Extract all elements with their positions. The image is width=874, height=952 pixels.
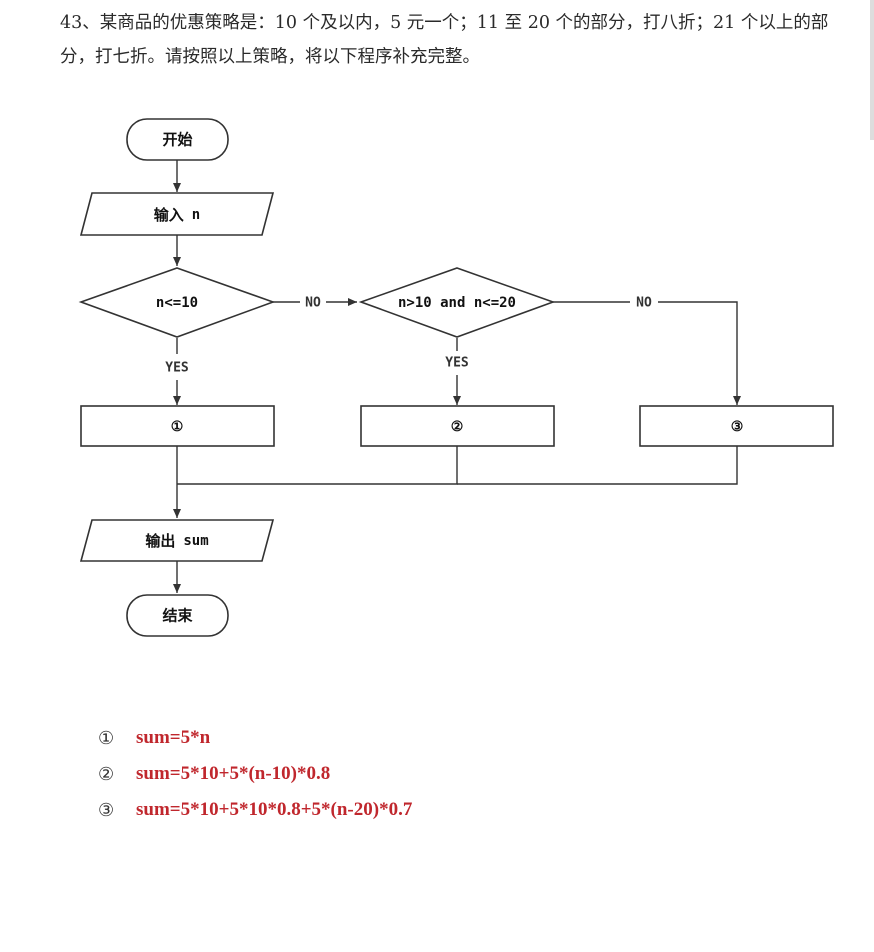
condition-n-le-10 (78, 267, 276, 338)
flowchart: 开始 输入 n n<=10 n>10 and n<=20 NO NO YES YE… (78, 118, 834, 637)
process-box-1 (80, 405, 275, 447)
process-box-2 (360, 405, 555, 447)
process-box-1-label: ① (171, 419, 184, 435)
process-box-3-label: ③ (731, 419, 744, 435)
answer-item: ② sum=5*10+5*(n-10)*0.8 (98, 756, 412, 792)
answer-text: sum=5*n (136, 727, 211, 748)
no-label-2: NO (636, 296, 652, 311)
output-label-cn: 输出 (145, 532, 175, 550)
edge-box2-merge (177, 446, 458, 485)
answer-item: ③ sum=5*10+5*10*0.8+5*(n-20)*0.7 (98, 792, 412, 828)
answer-text: sum=5*10+5*10*0.8+5*(n-20)*0.7 (136, 799, 413, 820)
input-label-var: n (192, 207, 200, 223)
output-node (79, 519, 275, 562)
condition-2-label: n>10 and n<=20 (398, 295, 516, 311)
condition-1-label: n<=10 (156, 295, 198, 311)
process-box-2-label: ② (451, 419, 464, 435)
output-label: 输出 sum (145, 532, 208, 550)
process-box-3 (639, 405, 834, 447)
answer-number: ② (98, 763, 115, 785)
input-label: 输入 n (154, 206, 200, 224)
no-label-1: NO (305, 296, 321, 311)
answer-number: ① (98, 727, 115, 749)
answer-number: ③ (98, 799, 115, 821)
answer-item: ① sum=5*n (98, 720, 412, 756)
edge-box3-merge (457, 446, 738, 485)
answer-text: sum=5*10+5*(n-10)*0.8 (136, 763, 331, 784)
start-label: 开始 (162, 131, 192, 149)
condition-n-10-20 (358, 267, 556, 338)
input-node (79, 192, 275, 236)
flow-edges (173, 160, 741, 593)
end-label: 结束 (162, 607, 193, 625)
input-label-cn: 输入 (154, 206, 184, 224)
yes-label-2: YES (445, 356, 469, 371)
scrollbar[interactable] (870, 0, 874, 140)
start-node (126, 118, 229, 161)
end-node (126, 594, 229, 637)
yes-label-1: YES (165, 361, 189, 376)
edge-cond2-no-b (658, 301, 741, 405)
question-text: 43、某商品的优惠策略是：10 个及以内，5 元一个；11 至 20 个的部分，… (60, 13, 829, 67)
output-label-var: sum (183, 533, 208, 549)
answer-list: ① sum=5*n ② sum=5*10+5*(n-10)*0.8 ③ sum=… (98, 720, 412, 828)
